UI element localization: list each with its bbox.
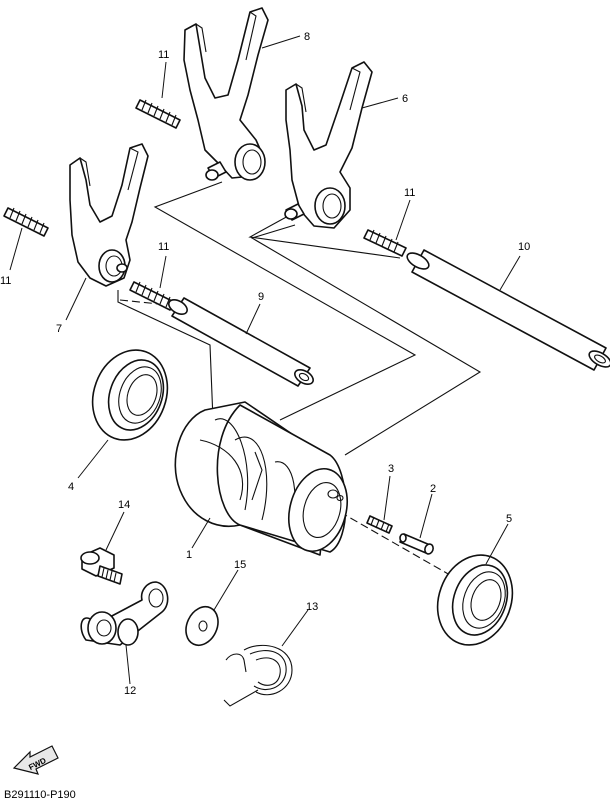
callout-2: 2: [430, 483, 436, 495]
callout-numbers: 8 6 11 11 7 11 11 9 10 4 1 3 2 5 14 15 1…: [0, 31, 530, 697]
shift-fork-8: [183, 7, 269, 181]
callout-10: 10: [518, 241, 530, 253]
callout-7: 7: [56, 323, 62, 335]
leader-lines: [9, 35, 521, 685]
pin-2: [399, 533, 434, 555]
bolt-14: [80, 547, 123, 585]
bearing-4: [91, 349, 169, 441]
spring-3: [366, 515, 393, 534]
spring-11-mid: [129, 281, 175, 311]
spring-11-right: [363, 229, 407, 257]
callout-6: 6: [402, 93, 408, 105]
washer-15: [185, 605, 219, 647]
shift-fork-shaft-9: [168, 297, 314, 387]
callout-15: 15: [234, 559, 246, 571]
callout-14: 14: [118, 499, 130, 511]
callout-11-left: 11: [0, 275, 11, 287]
callout-3: 3: [388, 463, 394, 475]
callout-4: 4: [68, 481, 74, 493]
stopper-lever-12: [80, 581, 169, 646]
callout-12: 12: [124, 685, 136, 697]
callout-11-mid: 11: [158, 241, 169, 253]
callout-8: 8: [304, 31, 310, 43]
bearing-5: [436, 554, 514, 646]
shift-fork-shaft-10: [406, 249, 610, 371]
spring-11-left: [3, 207, 49, 237]
shift-fork-6: [284, 61, 373, 229]
callout-9: 9: [258, 291, 264, 303]
callout-13: 13: [306, 601, 318, 613]
callout-5: 5: [506, 513, 512, 525]
callout-11-right: 11: [404, 187, 415, 199]
spring-11-top: [135, 99, 181, 129]
drawing-code: B291110-P190: [4, 789, 76, 800]
callout-11-top: 11: [158, 49, 169, 61]
shift-fork-7: [69, 143, 149, 287]
fwd-arrow-icon: FWD: [12, 745, 59, 775]
torsion-spring-13: [223, 644, 293, 707]
callout-1: 1: [186, 549, 192, 561]
shift-drum-1: [174, 401, 348, 556]
